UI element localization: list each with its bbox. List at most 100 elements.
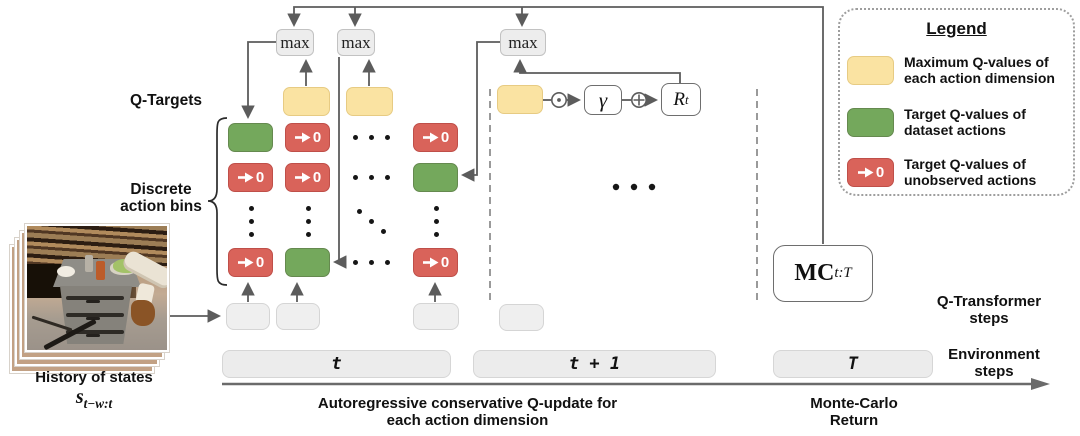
orange-can — [96, 261, 105, 280]
timeline-bar-t1: t + 1 — [473, 350, 716, 378]
green-swatch-icon — [847, 108, 894, 137]
ellipsis-dot — [384, 174, 390, 180]
legend-label-dataset: Target Q-values of dataset actions — [904, 106, 1026, 138]
history-line1: History of states — [35, 369, 153, 386]
q-update-caption-line2: each action dimension — [386, 412, 549, 429]
zero-label: 0 — [255, 254, 265, 271]
max-node-2: max — [337, 29, 375, 56]
transformer-step-box-3 — [413, 303, 459, 330]
yellow-swatch-icon — [847, 56, 894, 85]
arrow-to-zero-icon — [237, 257, 254, 268]
discrete-line1: Discrete — [130, 181, 192, 198]
ellipsis-dot — [384, 259, 390, 265]
state-symbol: s — [75, 386, 84, 408]
ellipsis-dot — [248, 218, 254, 224]
photo-layer-1 — [25, 224, 169, 352]
ellipsis-dot — [368, 218, 374, 224]
env-steps-line1: Environment — [948, 346, 1040, 363]
grid-cell-red: 0 — [413, 123, 458, 152]
arrow-to-zero-icon — [857, 167, 874, 178]
monte-carlo-caption: Monte-Carlo Return — [795, 395, 913, 429]
max-q-box-t1 — [497, 85, 543, 114]
max-q-box-2 — [346, 87, 393, 116]
monte-carlo-caption-line2: Return — [829, 412, 879, 429]
q-transformer-steps-label: Q-Transformer steps — [928, 293, 1050, 327]
grid-cell-red: 0 — [285, 123, 330, 152]
grid-cell-red: 0 — [228, 163, 273, 192]
environment-steps-label: Environment steps — [938, 346, 1050, 380]
red-swatch-icon: 0 — [847, 158, 894, 187]
discrete-line2: action bins — [120, 198, 202, 215]
max-node-3: max — [500, 29, 546, 56]
state-subscript: t−w:t — [83, 396, 113, 411]
grid-cell-green — [413, 163, 458, 192]
ellipsis-dot — [433, 231, 439, 237]
transformer-step-box-t1 — [499, 304, 544, 331]
ellipsis-dot — [384, 134, 390, 140]
ellipsis-dot — [305, 218, 311, 224]
ellipsis-dot — [305, 205, 311, 211]
white-bowl — [57, 266, 75, 277]
history-of-states-label: History of states st−w:t — [18, 369, 170, 415]
q-targets-label: Q-Targets — [129, 92, 202, 109]
brown-bag — [131, 300, 155, 326]
ellipsis-dot — [368, 134, 374, 140]
robot-scene-photo — [27, 226, 167, 350]
ellipsis-dot — [380, 228, 386, 234]
ellipsis-dot — [248, 205, 254, 211]
zero-label: 0 — [440, 254, 450, 271]
gamma-node: γ — [584, 85, 622, 115]
mc-symbol: MC — [794, 260, 835, 286]
timeline-bar-t: t — [222, 350, 451, 378]
ellipsis-dot — [352, 134, 358, 140]
timeline-bar-T: T — [773, 350, 933, 378]
ellipsis-dot — [352, 174, 358, 180]
legend-item-unobserved: 0 Target Q-values of unobserved actions — [847, 156, 1069, 188]
zero-label: 0 — [440, 129, 450, 146]
grid-cell-red: 0 — [285, 163, 330, 192]
grid-cell-green — [228, 123, 273, 152]
ellipsis-dot — [248, 231, 254, 237]
grid-cell-red: 0 — [413, 248, 458, 277]
ellipsis-dot — [433, 218, 439, 224]
history-math: st−w:t — [18, 386, 170, 415]
transformer-step-box-1 — [226, 303, 270, 330]
arrow-to-zero-icon — [294, 172, 311, 183]
max-node-1: max — [276, 29, 314, 56]
transformer-step-box-2 — [276, 303, 320, 330]
ellipsis-dot — [305, 231, 311, 237]
env-steps-line2: steps — [974, 363, 1014, 380]
arrow-to-zero-icon — [422, 257, 439, 268]
ellipsis-dot — [356, 208, 362, 214]
qt-steps-line2: steps — [969, 310, 1009, 327]
q-update-caption: Autoregressive conservative Q-update for… — [310, 395, 625, 429]
legend-item-max-q: Maximum Q-values of each action dimensio… — [847, 54, 1069, 86]
ellipsis-dot — [368, 174, 374, 180]
legend-label-max-q: Maximum Q-values of each action dimensio… — [904, 54, 1055, 86]
ellipsis-dot — [433, 205, 439, 211]
qt-steps-line1: Q-Transformer — [936, 293, 1042, 310]
monte-carlo-caption-line1: Monte-Carlo — [810, 395, 898, 412]
legend-item-dataset: Target Q-values of dataset actions — [847, 106, 1069, 138]
zero-label: 0 — [875, 164, 885, 181]
grid-cell-red: 0 — [228, 248, 273, 277]
legend: Legend Maximum Q-values of each action d… — [838, 8, 1075, 196]
arrow-to-zero-icon — [422, 132, 439, 143]
ellipsis-dot — [352, 259, 358, 265]
arrow-to-zero-icon — [237, 172, 254, 183]
legend-label-unobserved: Target Q-values of unobserved actions — [904, 156, 1037, 188]
max-q-box-1 — [283, 87, 330, 116]
zero-label: 0 — [312, 129, 322, 146]
silver-can — [85, 255, 93, 272]
history-photo-stack — [10, 224, 174, 376]
reward-symbol: R — [673, 88, 685, 110]
ellipsis-dot — [368, 259, 374, 265]
discrete-action-bins-label: Discrete action bins — [112, 181, 210, 215]
legend-title: Legend — [926, 19, 987, 38]
q-update-caption-line1: Autoregressive conservative Q-update for — [317, 395, 618, 412]
reward-subscript: t — [685, 91, 689, 107]
